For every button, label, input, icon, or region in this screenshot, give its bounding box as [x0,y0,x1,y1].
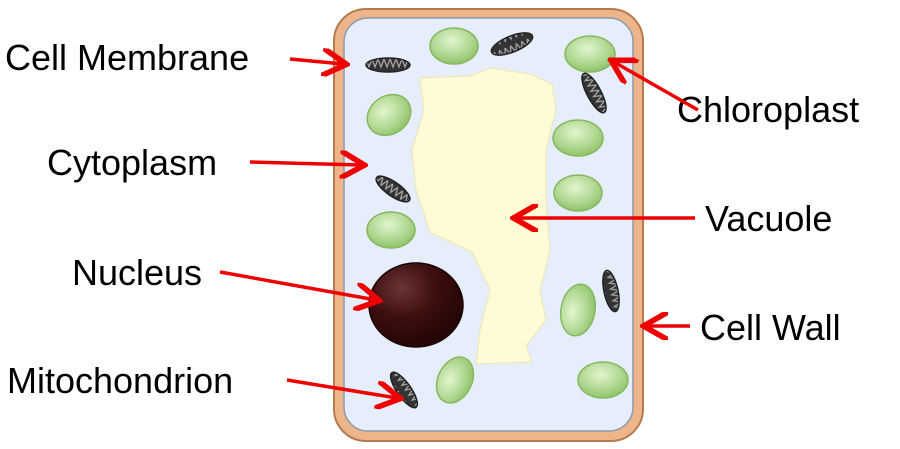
label-vacuole: Vacuole [705,198,832,239]
chloroplast [366,211,416,249]
chloroplast [552,119,604,157]
label-cell-wall: Cell Wall [700,307,841,348]
chloroplast [577,361,629,399]
arrow-chloroplast [614,62,699,112]
label-cytoplasm: Cytoplasm [47,142,217,183]
chloroplast [564,35,616,73]
label-chloroplast: Chloroplast [677,89,859,130]
vacuole [411,67,557,365]
chloroplast [435,356,475,404]
mitochondrion [365,57,411,73]
label-cell-membrane: Cell Membrane [5,37,249,78]
mitochondrion [490,32,534,56]
chloroplast [429,27,479,65]
label-mitochondrion: Mitochondrion [7,360,233,401]
label-nucleus: Nucleus [72,252,202,293]
chloroplast [366,93,412,137]
arrow-nucleus [219,270,376,300]
chloroplasts [366,27,629,404]
arrow-cell-membrane [289,59,343,64]
arrow-cytoplasm [249,162,361,165]
arrow-mitochondrion [286,378,397,398]
mitochondrion [375,175,411,203]
nucleus [368,262,464,348]
mitochondrion [581,72,607,114]
mitochondrion [602,269,620,313]
chloroplast [553,174,603,212]
chloroplast [559,283,597,337]
